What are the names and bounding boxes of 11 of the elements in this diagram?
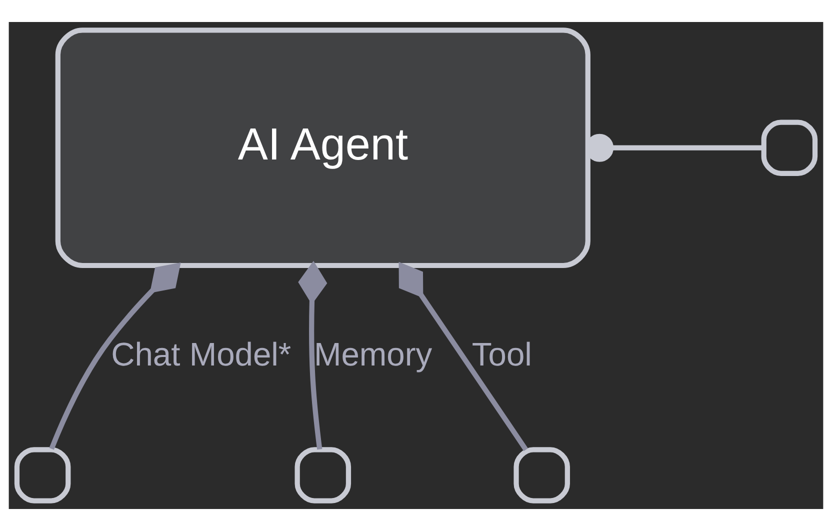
edge-label: Memory: [314, 334, 432, 372]
node-box: [761, 119, 818, 176]
connector: [398, 261, 528, 451]
node-box: [14, 446, 71, 503]
node-box: AI Agent: [55, 27, 590, 268]
node-box: [294, 446, 352, 503]
node-box: [514, 446, 570, 503]
connector: [298, 260, 328, 450]
edge-label: Tool: [472, 334, 532, 372]
connector: [49, 262, 181, 450]
edge-label: Chat Model*: [111, 334, 292, 372]
